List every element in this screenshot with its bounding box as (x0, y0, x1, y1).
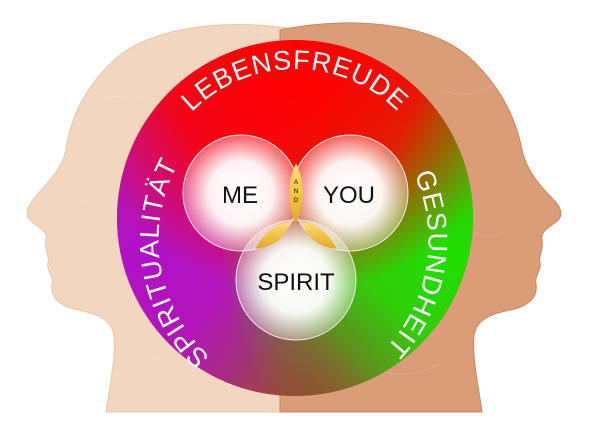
and-letter-d: D (294, 197, 299, 204)
lens-you-spirit (302, 222, 337, 249)
label-me: ME (222, 182, 258, 209)
label-spirit: SPIRIT (257, 269, 335, 296)
and-letter-a: A (294, 179, 299, 186)
label-you: YOU (323, 182, 375, 209)
lens-me-you (289, 163, 303, 224)
lens-me-spirit (255, 222, 290, 249)
and-letter-n: N (294, 188, 299, 195)
